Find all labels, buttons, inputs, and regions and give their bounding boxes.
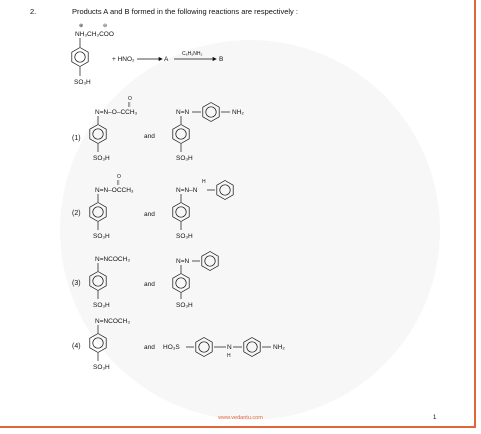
amine-nitrogen: N: [227, 344, 232, 351]
option-b-top-group: N=N: [176, 258, 189, 265]
option-b-right-group: NH₂: [232, 109, 244, 116]
product-a-text: A: [164, 56, 169, 63]
option-label: (2): [72, 210, 81, 217]
reaction-condition: C₆H₅NH₂: [182, 51, 202, 57]
option-a-bottom-group: SO₃H: [93, 155, 110, 162]
benzene-ring-icon: [71, 47, 89, 67]
question-text: Products A and B formed in the following…: [72, 7, 298, 16]
option-a-bottom-group: SO₃H: [93, 302, 110, 309]
option-b-right-group: NH₂: [273, 344, 285, 351]
n-hydrogen: H: [202, 179, 206, 185]
double-bond-mark: ||: [128, 102, 131, 108]
watermark-logo: [60, 40, 440, 420]
benzene-ring-icon: [89, 333, 107, 353]
double-bond-mark: ||: [117, 180, 120, 186]
question-number: 2.: [30, 7, 37, 16]
option-a-top-group: N=N–OCCH₃: [95, 187, 134, 194]
page-border-right: [474, 0, 476, 426]
option-b-top-group: N=N: [176, 109, 189, 116]
option-a-bottom-group: SO₃H: [93, 233, 110, 240]
option-b-bottom-group: SO₃H: [176, 233, 193, 240]
benzene-ring-icon: [201, 251, 219, 271]
positive-charge-symbol: ⊕: [79, 23, 83, 29]
carbonyl-oxygen: O: [117, 174, 121, 180]
option-label: (3): [72, 280, 81, 287]
option-a-top-group: N=NCOCH₃: [95, 256, 130, 263]
benzene-ring-icon: [172, 202, 190, 222]
amine-hydrogen: H: [227, 353, 231, 359]
product-b-text: B: [219, 56, 223, 63]
reactant-bottom-group: SO₃H: [74, 79, 91, 86]
option-2[interactable]: (2) O || N=N–OCCH₃ SO₃H and H N=N–N SO₃H: [72, 174, 234, 240]
reactant-structure: ⊕ ⊖ NH₃CH₃COO SO₃H: [71, 23, 114, 86]
reactant-top-group: NH₃CH₃COO: [75, 31, 114, 38]
and-text: and: [144, 133, 155, 140]
option-b-left-group: HO₃S: [163, 344, 180, 351]
option-a-top-group: N=N–O–CCH₃: [95, 109, 138, 116]
benzene-ring-icon: [172, 273, 190, 293]
benzene-ring-icon: [89, 202, 107, 222]
option-b-top-group: N=N–N: [176, 187, 198, 194]
option-b-bottom-group: SO₃H: [176, 155, 193, 162]
page-border-bottom: [0, 426, 476, 428]
benzene-ring-icon: [172, 124, 190, 144]
option-b-bottom-group: SO₃H: [176, 302, 193, 309]
negative-charge-symbol: ⊖: [103, 23, 107, 29]
and-text: and: [144, 281, 155, 288]
benzene-ring-icon: [89, 124, 107, 144]
and-text: and: [144, 344, 155, 351]
benzene-ring-icon: [195, 337, 213, 357]
option-1[interactable]: (1) O || N=N–O–CCH₃ SO₃H and N=N NH₂ SO₃…: [72, 96, 244, 162]
page-number: 1: [433, 415, 437, 421]
option-3[interactable]: (3) N=NCOCH₃ SO₃H and N=N SO₃H: [72, 251, 219, 310]
option-label: (4): [72, 343, 81, 350]
benzene-ring-icon: [216, 180, 234, 200]
benzene-ring-icon: [89, 271, 107, 291]
option-4[interactable]: (4) N=NCOCH₃ SO₃H and HO₃S N H NH₂: [72, 318, 285, 371]
benzene-ring-icon: [243, 337, 261, 357]
option-a-bottom-group: SO₃H: [93, 364, 110, 371]
option-a-top-group: N=NCOCH₃: [95, 318, 130, 325]
option-label: (1): [72, 135, 81, 142]
footer-site: www.vedantu.com: [218, 415, 263, 421]
benzene-ring-icon: [202, 102, 220, 122]
carbonyl-oxygen: O: [128, 96, 132, 102]
reagent-text: + HNO₂: [112, 56, 135, 63]
and-text: and: [144, 211, 155, 218]
